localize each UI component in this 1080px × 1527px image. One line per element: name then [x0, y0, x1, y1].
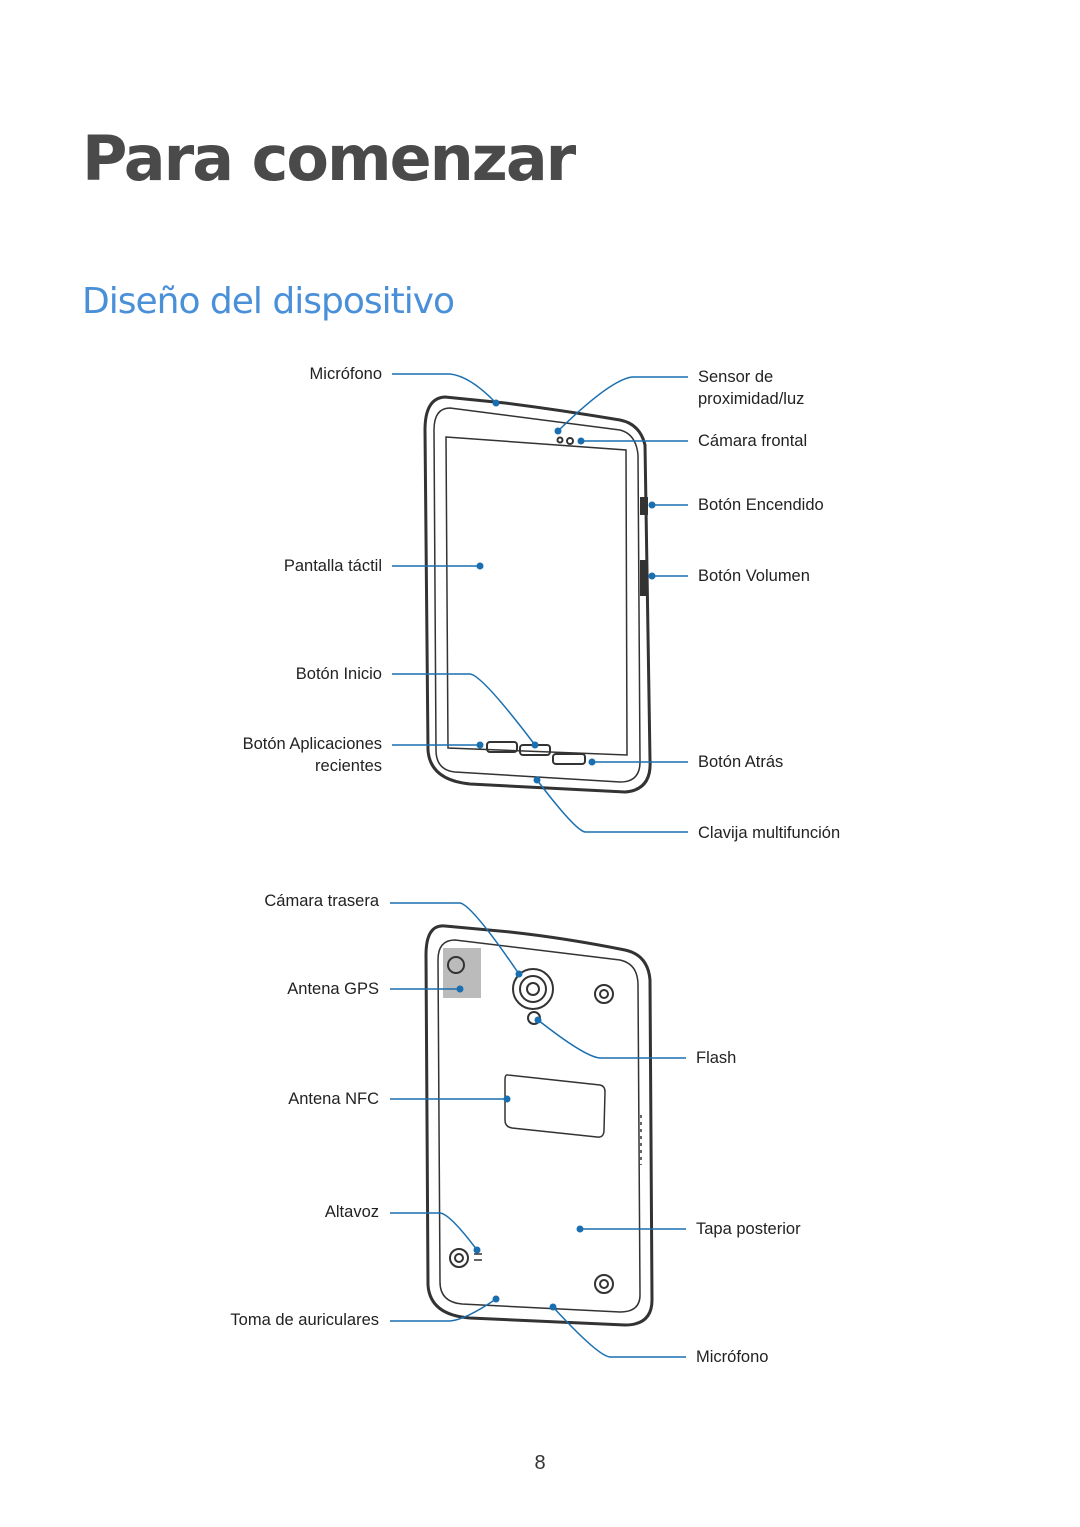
label-touchscreen: Pantalla táctil — [283, 557, 382, 575]
callout-dot — [515, 970, 523, 978]
chapter-title: Para comenzar — [82, 122, 576, 195]
callout-line-microphone-front — [392, 373, 497, 404]
callout-dot — [534, 1016, 542, 1024]
label-microphone-back: Micrófono — [696, 1348, 769, 1366]
label-headset-jack: Toma de auriculares — [230, 1311, 379, 1329]
callout-dot — [533, 776, 541, 784]
callout-dot — [492, 399, 500, 407]
label-volume-button: Botón Volumen — [698, 567, 810, 585]
callout-dot — [549, 1303, 557, 1311]
callout-line-rear-camera — [390, 902, 520, 975]
front-device-illustration — [423, 395, 652, 794]
label-microphone-front: Micrófono — [309, 365, 382, 383]
callout-dot — [554, 427, 562, 435]
label-recent-apps: Botón Aplicaciones recientes — [243, 733, 382, 777]
label-flash: Flash — [696, 1049, 737, 1067]
label-sensor-line2: proximidad/luz — [698, 390, 805, 408]
label-recent-apps-line2: recientes — [315, 757, 382, 775]
label-sensor: Sensor de proximidad/luz — [698, 366, 804, 410]
callout-dot — [473, 1246, 481, 1254]
label-back-button: Botón Atrás — [698, 753, 784, 771]
callout-dot — [577, 437, 585, 445]
callout-line-speaker — [390, 1212, 478, 1251]
label-gps-antenna: Antena GPS — [287, 980, 379, 998]
label-home-button: Botón Inicio — [295, 665, 382, 683]
callout-dot — [456, 985, 464, 993]
callout-line-jack — [536, 779, 688, 833]
section-title: Diseño del dispositivo — [82, 281, 455, 322]
label-multipurpose-jack: Clavija multifunción — [698, 824, 841, 842]
callout-dot — [476, 562, 484, 570]
label-nfc-antenna: Antena NFC — [288, 1090, 379, 1108]
label-power-button: Botón Encendido — [698, 496, 824, 514]
callout-dot — [492, 1295, 500, 1303]
callout-dot — [503, 1095, 511, 1103]
callout-line-home — [392, 673, 536, 746]
label-speaker: Altavoz — [324, 1203, 379, 1221]
callout-dot — [576, 1225, 584, 1233]
label-recent-apps-line1: Botón Aplicaciones — [242, 735, 382, 753]
callout-dot — [588, 758, 596, 766]
page-number: 8 — [534, 1452, 546, 1474]
callout-line-flash — [537, 1019, 686, 1059]
callout-line-sensor — [557, 376, 688, 432]
callout-dot — [476, 741, 484, 749]
callout-dot — [648, 501, 656, 509]
label-back-cover: Tapa posterior — [696, 1220, 801, 1238]
callout-dot — [531, 741, 539, 749]
label-front-camera: Cámara frontal — [698, 432, 808, 450]
callout-line-headset — [390, 1298, 497, 1322]
label-rear-camera: Cámara trasera — [264, 892, 379, 910]
label-sensor-line1: Sensor de — [698, 368, 774, 386]
callout-line-microphone-back — [552, 1306, 686, 1358]
callout-dot — [648, 572, 656, 580]
